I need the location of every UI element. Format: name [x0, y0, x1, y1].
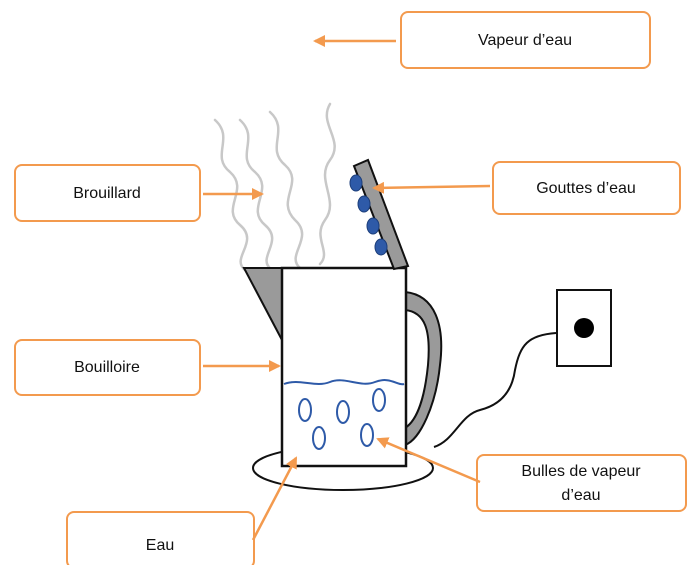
label-gouttes-text: Gouttes d’eau: [536, 180, 636, 197]
water-drop: [366, 217, 380, 235]
label-box: [14, 164, 201, 222]
label-box: [492, 161, 681, 215]
label-box: [476, 454, 687, 512]
steam-icon: [213, 102, 336, 272]
label-gouttes: Gouttes d’eau: [492, 161, 681, 215]
bubble: [336, 400, 350, 424]
power-cord: [433, 332, 557, 448]
water-drop: [349, 174, 363, 192]
steam-line-4: [318, 102, 336, 266]
kettle-body: [280, 266, 408, 468]
label-box: [14, 339, 201, 396]
steam-line-1: [213, 118, 249, 272]
water-surface: [283, 379, 405, 386]
water-drop-icon: [349, 174, 388, 256]
label-brouillard-text: Brouillard: [73, 185, 141, 202]
kettle-lid: [352, 158, 410, 271]
bubble: [312, 426, 326, 450]
water-drop: [374, 238, 388, 256]
kettle-spout: [242, 267, 283, 341]
bubble-icon: [298, 388, 386, 450]
arrows: [203, 35, 491, 541]
label-vapeur: Vapeur d’eau: [400, 11, 651, 69]
steam-line-3: [268, 110, 304, 270]
bubble: [360, 423, 374, 447]
label-bulles-line2: d’eau: [561, 487, 600, 504]
bubble: [298, 398, 312, 422]
label-bulles-line1: Bulles de vapeur: [521, 463, 641, 480]
label-vapeur-text: Vapeur d’eau: [478, 32, 572, 49]
label-bouilloire-text: Bouilloire: [74, 359, 140, 376]
label-eau: Eau: [66, 511, 255, 565]
bubble: [372, 388, 386, 412]
label-brouillard: Brouillard: [14, 164, 201, 222]
arrow-bulles: [376, 437, 481, 484]
label-bouilloire: Bouilloire: [14, 339, 201, 396]
label-box: [400, 11, 651, 69]
label-eau-text: Eau: [146, 537, 174, 554]
water-drop: [357, 195, 371, 213]
arrow-eau: [251, 456, 298, 541]
arrow-gouttes: [372, 181, 491, 194]
label-bulles: Bulles de vapeur d’eau: [476, 454, 687, 512]
plug-dot: [574, 318, 594, 338]
kettle-handle: [404, 290, 443, 447]
